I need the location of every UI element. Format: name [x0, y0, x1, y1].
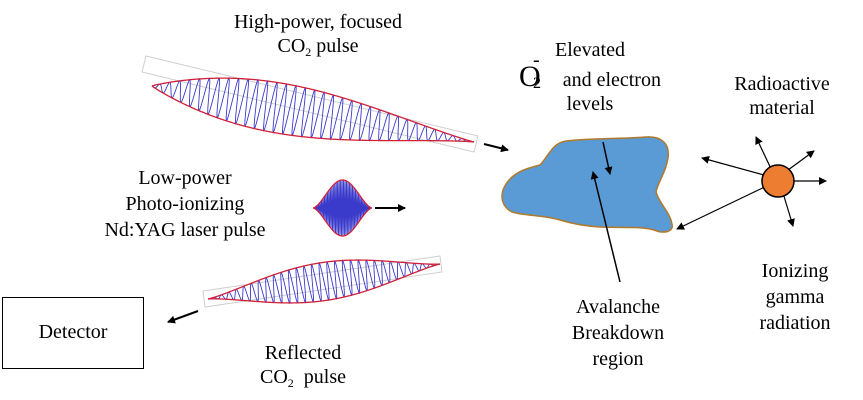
- avalanche-label-line3: region: [592, 348, 644, 370]
- radioactive-material-sphere: [761, 164, 795, 198]
- ionizing-label: Ionizing gamma radiation: [735, 258, 855, 336]
- nd-yag-label-line1: Low-power: [138, 167, 232, 189]
- avalanche-label-line1: Avalanche: [575, 296, 661, 318]
- o2-letter: O: [519, 60, 541, 93]
- focused-co2-label-line2: CO2 pulse: [218, 34, 418, 64]
- reflected-co2-pulse: [202, 255, 443, 308]
- reflected-pulse-frame: [202, 255, 443, 308]
- radioactive-label-line2: material: [749, 97, 815, 119]
- radioactive-source: [676, 136, 827, 230]
- reflected-label-line1: Reflected: [264, 342, 342, 364]
- avalanche-region-pointer: [590, 171, 621, 283]
- wave-oscillation: [151, 76, 475, 143]
- avalanche-label: Avalanche Breakdown region: [548, 294, 688, 372]
- co2-subscript: 2: [287, 376, 294, 390]
- wave-envelope: [151, 85, 475, 143]
- nd-yag-pulse-wave: [312, 179, 373, 237]
- o2-subscript: 2: [533, 75, 542, 92]
- wave-envelope: [151, 77, 475, 143]
- elevated-levels-pointer: [602, 141, 613, 175]
- pulse-text: pulse: [311, 35, 359, 57]
- breakdown-region: [501, 136, 673, 233]
- elevated-label-line3: levels: [566, 93, 614, 115]
- elevated-label-line2: O- 2 and electron: [500, 50, 680, 95]
- gamma-ray: [676, 181, 776, 230]
- ionizing-label-line2: gamma: [765, 286, 825, 308]
- o2-superscript: -: [533, 49, 540, 71]
- focused-pulse-wave: [151, 76, 475, 143]
- o2-minus-symbol: O- 2: [519, 50, 542, 95]
- co2-text: CO: [277, 35, 306, 57]
- focused-pulse-frame: [141, 55, 479, 153]
- wave-envelope: [312, 207, 373, 237]
- focused-co2-label: High-power, focused CO2 pulse: [218, 10, 418, 64]
- detector-box: Detector: [2, 297, 144, 369]
- focused-co2-label-line1: High-power, focused: [233, 11, 403, 33]
- nd-yag-label-line2: Photo-ionizing: [125, 193, 245, 215]
- wave-envelope: [312, 179, 373, 209]
- radioactive-label-line1: Radioactive: [734, 73, 830, 95]
- gamma-ray: [787, 150, 815, 171]
- pulse-text: pulse: [293, 366, 346, 388]
- reflected-pulse-wave: [207, 259, 441, 304]
- focused-co2-pulse: [141, 55, 479, 153]
- nd-yag-pulse: [312, 179, 373, 237]
- focused-pulse-arrow: [483, 143, 509, 153]
- nd-yag-label: Low-power Photo-ionizing Nd:YAG laser pu…: [95, 165, 275, 243]
- reflected-co2-label: Reflected CO2 pulse: [238, 341, 368, 395]
- wave-envelope: [207, 259, 441, 300]
- avalanche-label-line2: Breakdown: [571, 322, 665, 344]
- elevated-levels-label: Elevated O- 2 and electron levels: [500, 38, 680, 116]
- radioactive-label: Radioactive material: [722, 72, 842, 120]
- elevated-label-line1: Elevated: [555, 39, 625, 61]
- wave-envelope: [207, 263, 441, 304]
- co2-text: CO: [259, 366, 288, 388]
- ionizing-label-line3: radiation: [759, 312, 831, 334]
- wave-oscillation: [313, 180, 372, 236]
- gamma-ray: [782, 192, 795, 227]
- wave-oscillation: [207, 259, 441, 304]
- co2-subscript: 2: [305, 45, 312, 59]
- reflected-pulse-arrow: [167, 310, 199, 324]
- detector-label: Detector: [38, 321, 108, 343]
- nd-yag-label-line3: Nd:YAG laser pulse: [104, 219, 266, 241]
- elevated-label-rest: and electron: [562, 69, 661, 91]
- ionizing-label-line1: Ionizing: [761, 260, 829, 282]
- reflected-label-line2: CO2 pulse: [238, 365, 368, 395]
